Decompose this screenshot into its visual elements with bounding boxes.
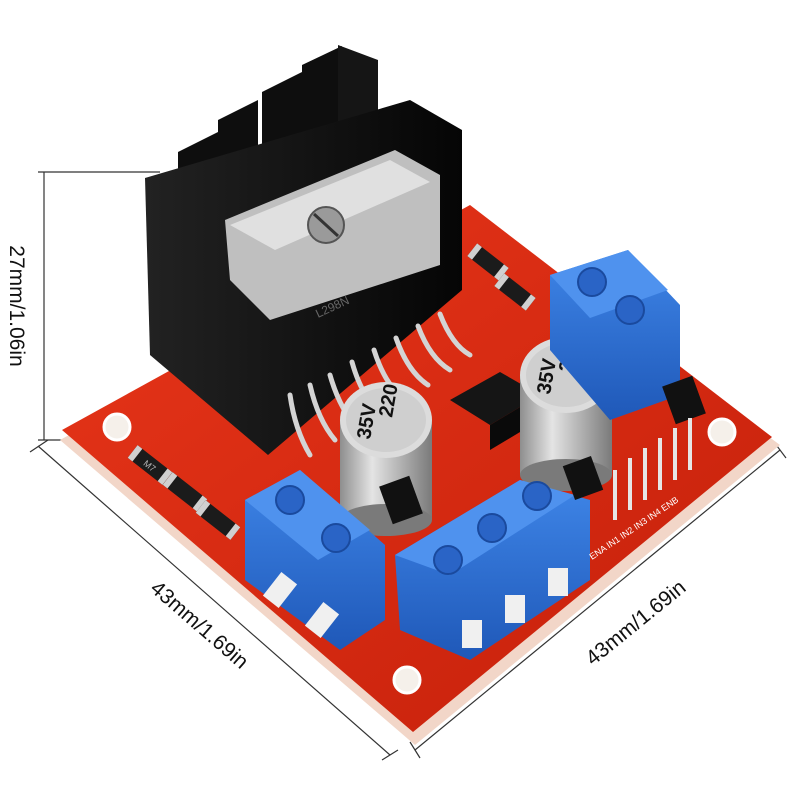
jumpers bbox=[379, 375, 706, 525]
heatsink: L298N bbox=[145, 45, 462, 455]
mount-hole bbox=[392, 665, 422, 695]
terminal-screw bbox=[522, 481, 552, 511]
capacitor-left: 220 35V bbox=[340, 382, 432, 536]
mount-hole bbox=[707, 417, 737, 447]
terminal-block-power bbox=[395, 480, 590, 660]
terminal-screw bbox=[615, 295, 645, 325]
terminal-screw bbox=[477, 513, 507, 543]
terminal-screw bbox=[275, 485, 305, 515]
terminal-block-output-a bbox=[245, 470, 385, 650]
terminal-screw bbox=[321, 523, 351, 553]
terminal-screw bbox=[577, 267, 607, 297]
terminal-screw bbox=[433, 545, 463, 575]
mount-hole bbox=[102, 412, 132, 442]
smd-diodes: M7 bbox=[127, 243, 536, 540]
header-pins bbox=[613, 418, 692, 520]
dimension-lines bbox=[29, 171, 787, 761]
height-dimension-label: 27mm/1.06in bbox=[5, 245, 28, 366]
terminal-block-output-b bbox=[550, 250, 680, 420]
